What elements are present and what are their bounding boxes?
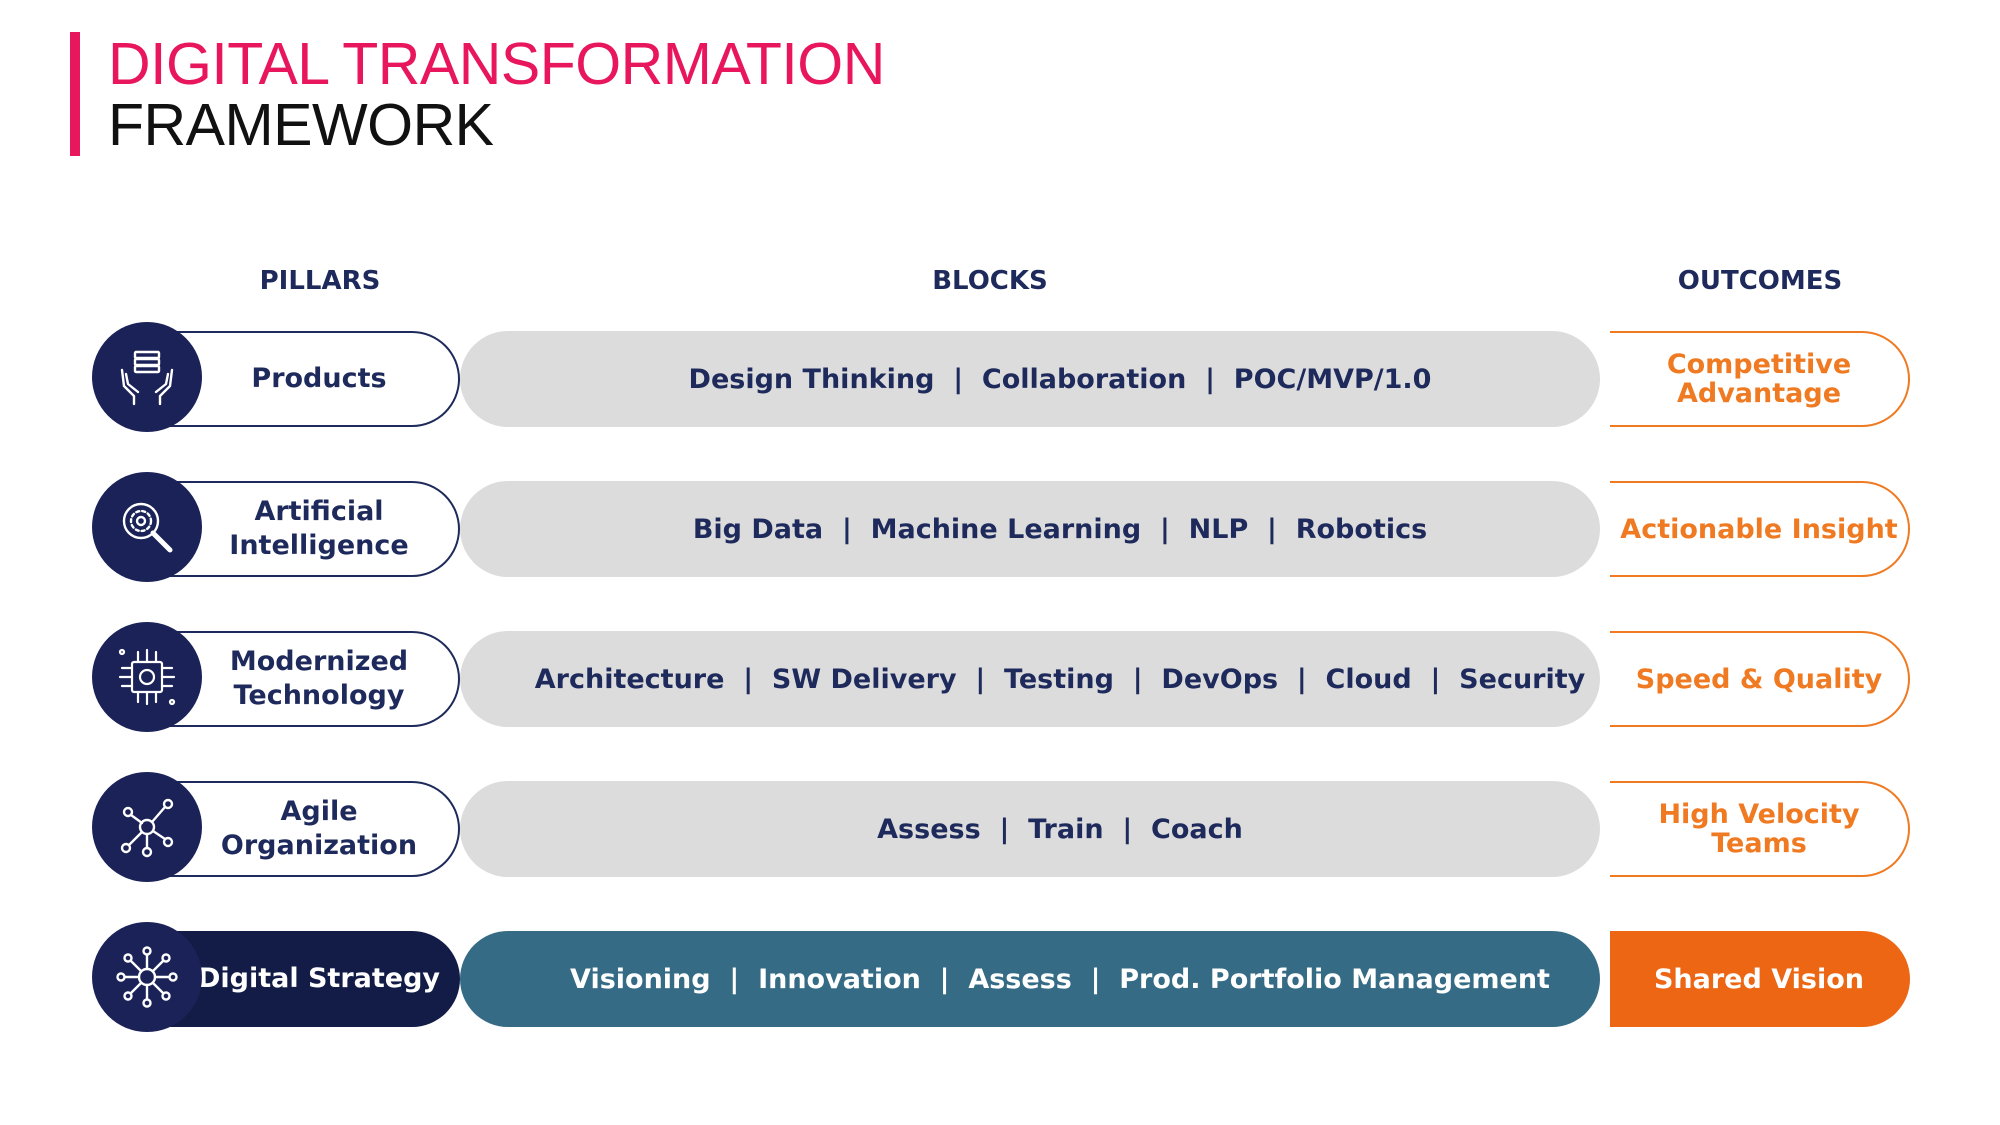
- pillar-label: Digital Strategy: [170, 931, 460, 1027]
- framework-row-ai: Big Data | Machine Learning | NLP | Robo…: [0, 472, 2000, 582]
- outcome-label: Shared Vision: [1610, 931, 1910, 1027]
- outcome-text: Actionable Insight: [1620, 513, 1898, 545]
- outcome-label: Actionable Insight: [1610, 481, 1910, 577]
- blocks-text: Visioning | Innovation | Assess | Prod. …: [570, 963, 1550, 995]
- framework-row-modernized-technology: Architecture | SW Delivery | Testing | D…: [0, 622, 2000, 732]
- blocks-text: Assess | Train | Coach: [877, 813, 1243, 845]
- hands-holding-stack-icon: [92, 322, 202, 432]
- pillar-text: Digital Strategy: [197, 963, 441, 994]
- blocks-text: Design Thinking | Collaboration | POC/MV…: [688, 363, 1432, 395]
- blocks-bar: Architecture | SW Delivery | Testing | D…: [460, 631, 1600, 727]
- pillar-label: Products: [170, 331, 460, 427]
- blocks-bar: Assess | Train | Coach: [460, 781, 1600, 877]
- blocks-text: Architecture | SW Delivery | Testing | D…: [534, 663, 1586, 695]
- blocks-bar: Big Data | Machine Learning | NLP | Robo…: [460, 481, 1600, 577]
- framework-row-products: Design Thinking | Collaboration | POC/MV…: [0, 322, 2000, 432]
- blocks-bar: Visioning | Innovation | Assess | Prod. …: [460, 931, 1600, 1027]
- page-title: DIGITAL TRANSFORMATION FRAMEWORK: [108, 34, 885, 156]
- pillar-text: Products: [251, 363, 387, 394]
- blocks-bar: Design Thinking | Collaboration | POC/MV…: [460, 331, 1600, 427]
- page-title-line2: FRAMEWORK: [108, 92, 494, 158]
- pillars-header: PILLARS: [259, 266, 381, 296]
- framework-row-digital-strategy: Visioning | Innovation | Assess | Prod. …: [0, 922, 2000, 1032]
- blocks-header: BLOCKS: [932, 266, 1048, 296]
- network-nodes-icon: [92, 772, 202, 882]
- page-title-line1: DIGITAL TRANSFORMATION: [108, 31, 885, 97]
- hub-connections-icon: [92, 922, 202, 1032]
- outcomes-header: OUTCOMES: [1677, 266, 1843, 296]
- outcome-label: Speed & Quality: [1610, 631, 1910, 727]
- blocks-text: Big Data | Machine Learning | NLP | Robo…: [692, 513, 1428, 545]
- circuit-chip-icon: [92, 622, 202, 732]
- magnifier-brain-icon: [92, 472, 202, 582]
- title-accent-bar: [70, 32, 80, 156]
- outcome-text: Speed & Quality: [1635, 663, 1883, 695]
- outcome-text: Shared Vision: [1653, 963, 1864, 995]
